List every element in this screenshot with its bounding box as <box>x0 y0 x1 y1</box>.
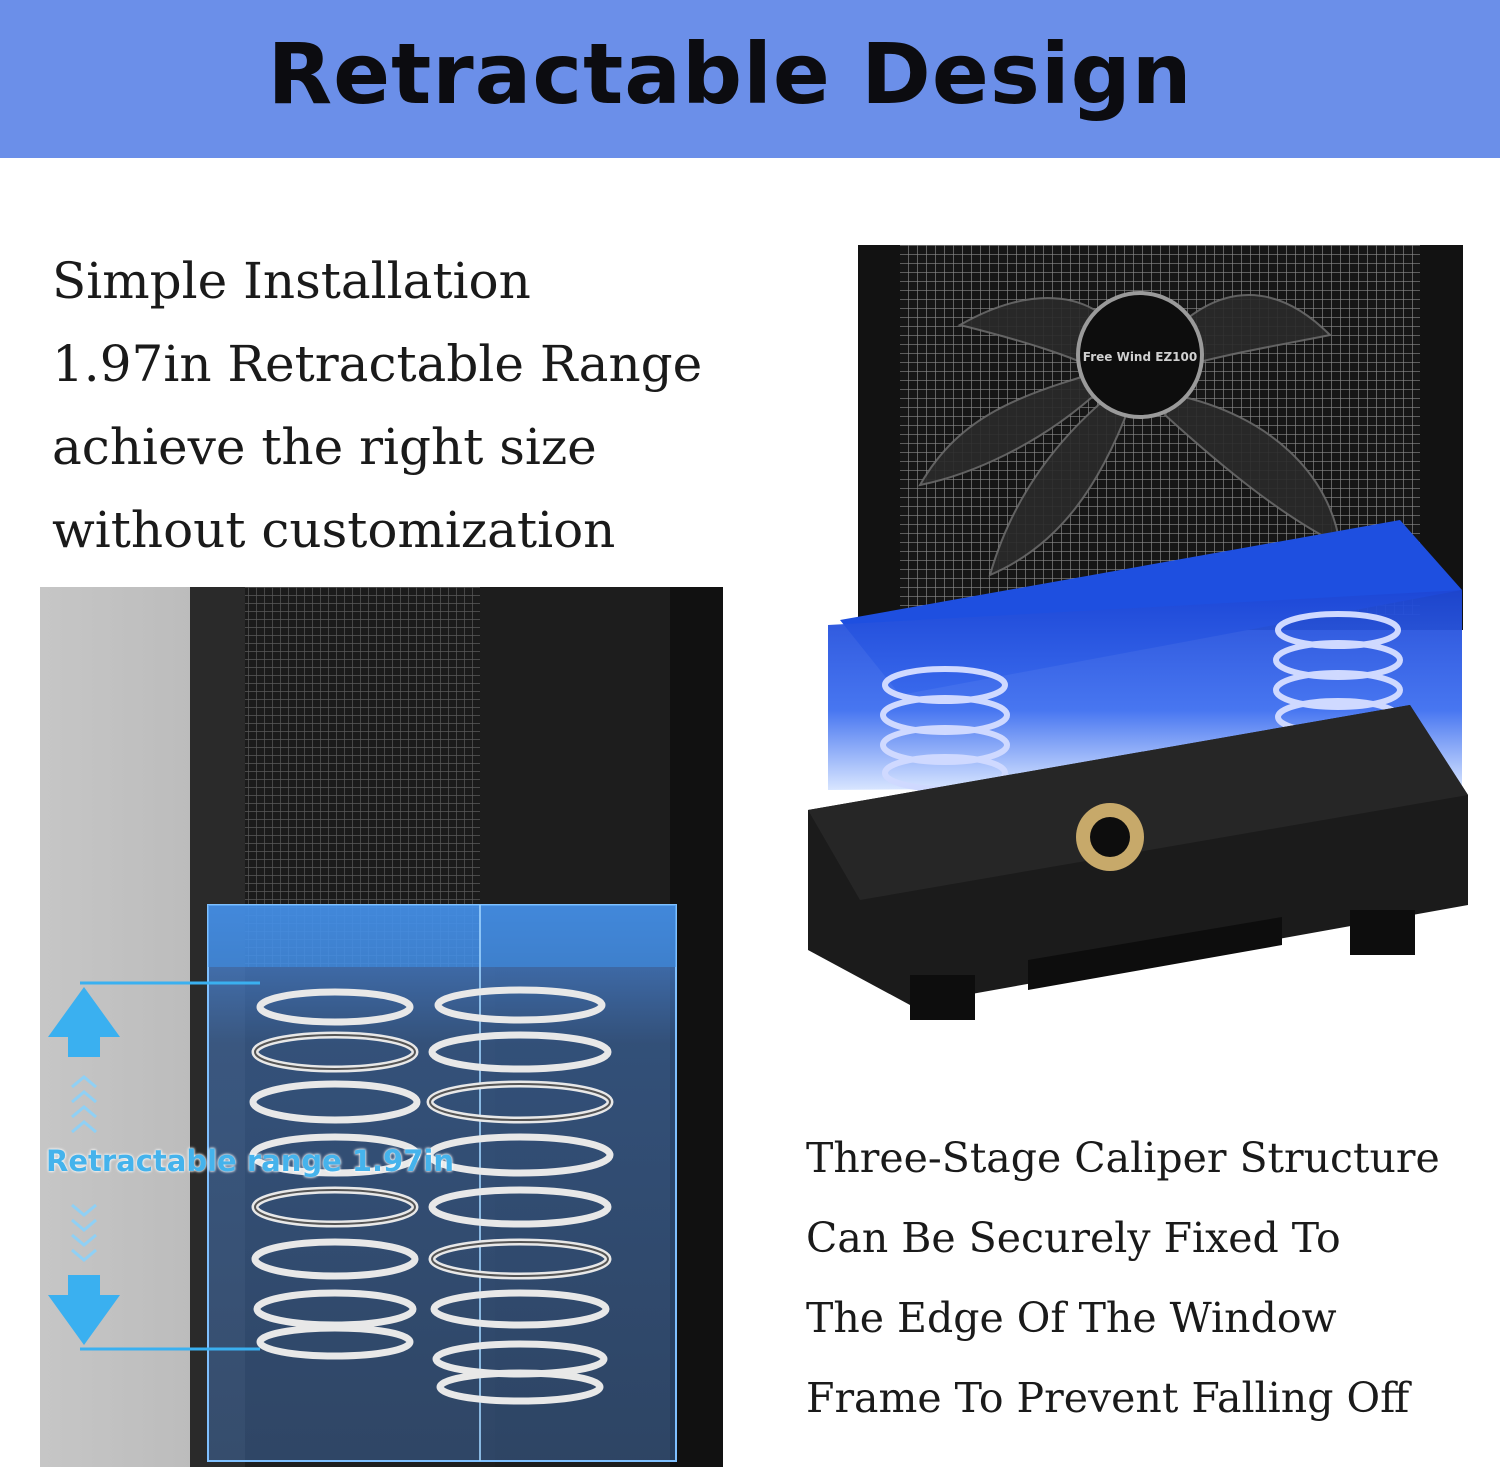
intro-line: without customization <box>52 501 616 559</box>
intro-text: Simple Installation 1.97in Retractable R… <box>52 240 752 572</box>
feature-line: Can Be Securely Fixed To <box>806 1214 1341 1262</box>
dimension-lines <box>80 981 260 1351</box>
retractable-range-label: Retractable range 1.97in <box>46 1144 454 1178</box>
feature-text: Three-Stage Caliper Structure Can Be Sec… <box>806 1118 1486 1438</box>
arrow-down-icon <box>48 1203 120 1345</box>
intro-line: 1.97in Retractable Range <box>52 335 703 393</box>
intro-line: achieve the right size <box>52 418 597 476</box>
arrow-up-icon <box>48 987 120 1134</box>
title-banner: Retractable Design <box>0 0 1500 158</box>
spring-closeup-photo <box>40 587 723 1467</box>
feature-line: Frame To Prevent Falling Off <box>806 1374 1410 1422</box>
banner-title: Retractable Design <box>267 25 1193 123</box>
intro-line: Simple Installation <box>52 252 531 310</box>
feature-line: The Edge Of The Window <box>806 1294 1337 1342</box>
fan-hub <box>1076 291 1204 419</box>
fan-unit-photo: Free Wind EZ100 <box>808 245 1468 1020</box>
fan-badge: Free Wind EZ100 <box>1083 350 1197 364</box>
feature-line: Three-Stage Caliper Structure <box>806 1134 1440 1182</box>
